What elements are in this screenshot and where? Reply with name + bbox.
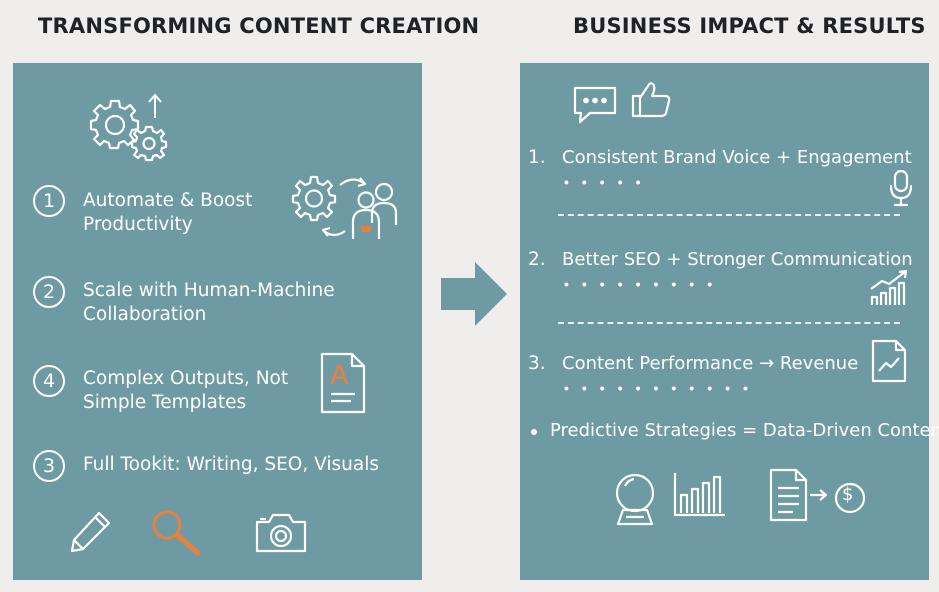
- magnifier-icon: [151, 509, 203, 557]
- flow-arrow-icon: [441, 262, 509, 331]
- left-panel-heading: TRANSFORMING CONTENT CREATION: [38, 14, 480, 38]
- right-panel-heading: BUSINESS IMPACT & RESULTS: [573, 14, 926, 38]
- step-number: 4: [33, 365, 65, 397]
- result-number: 3.: [528, 353, 546, 374]
- growth-chart-icon: [868, 269, 910, 307]
- step-text: Scale with Human-Machine Collaboration: [83, 280, 335, 325]
- microphone-icon: [889, 169, 913, 207]
- result-text: Better SEO + Stronger Communication: [562, 249, 913, 270]
- dollar-symbol: $: [842, 484, 854, 505]
- step-number: 3: [33, 450, 65, 482]
- step-text: Complex Outputs, Not Simple Templates: [83, 368, 289, 413]
- crystal-ball-icon: [612, 472, 658, 528]
- document-letter: A: [330, 360, 349, 391]
- pen-icon: [69, 509, 113, 553]
- divider: [558, 214, 900, 216]
- result-text: Content Performance → Revenue: [562, 353, 859, 374]
- left-panel: 1 Automate & Boost Productivity 2 Scale …: [13, 63, 422, 580]
- step-text: Full Tookit: Writing, SEO, Visuals: [83, 454, 379, 475]
- bullet-text: Predictive Strategies = Data-Driven Cont…: [550, 420, 939, 441]
- step-text: Automate & Boost Productivity: [83, 190, 253, 235]
- chat-bubble-icon: [572, 85, 618, 125]
- progress-dots: •••••••••: [564, 276, 726, 292]
- result-number: 1.: [528, 147, 546, 168]
- up-arrow-icon: [147, 93, 163, 119]
- divider: [558, 322, 900, 324]
- report-chart-icon: [870, 339, 908, 383]
- result-text: Consistent Brand Voice + Engagement: [562, 147, 912, 168]
- progress-dots: •••••••••••: [564, 380, 761, 396]
- gears-icon: [85, 89, 175, 162]
- bar-chart-icon: [673, 471, 727, 517]
- step-number: 1: [33, 185, 65, 217]
- document-icon: [320, 352, 366, 414]
- result-number: 2.: [528, 249, 546, 270]
- document-to-dollar-icon: [768, 468, 872, 522]
- progress-dots: •••••: [564, 174, 654, 190]
- right-panel: 1. Consistent Brand Voice + Engagement •…: [520, 63, 939, 580]
- step-number: 2: [33, 276, 65, 308]
- thumbs-up-icon: [630, 81, 672, 119]
- gear-people-icon: [290, 173, 405, 245]
- bullet: [531, 429, 537, 435]
- camera-icon: [254, 512, 308, 554]
